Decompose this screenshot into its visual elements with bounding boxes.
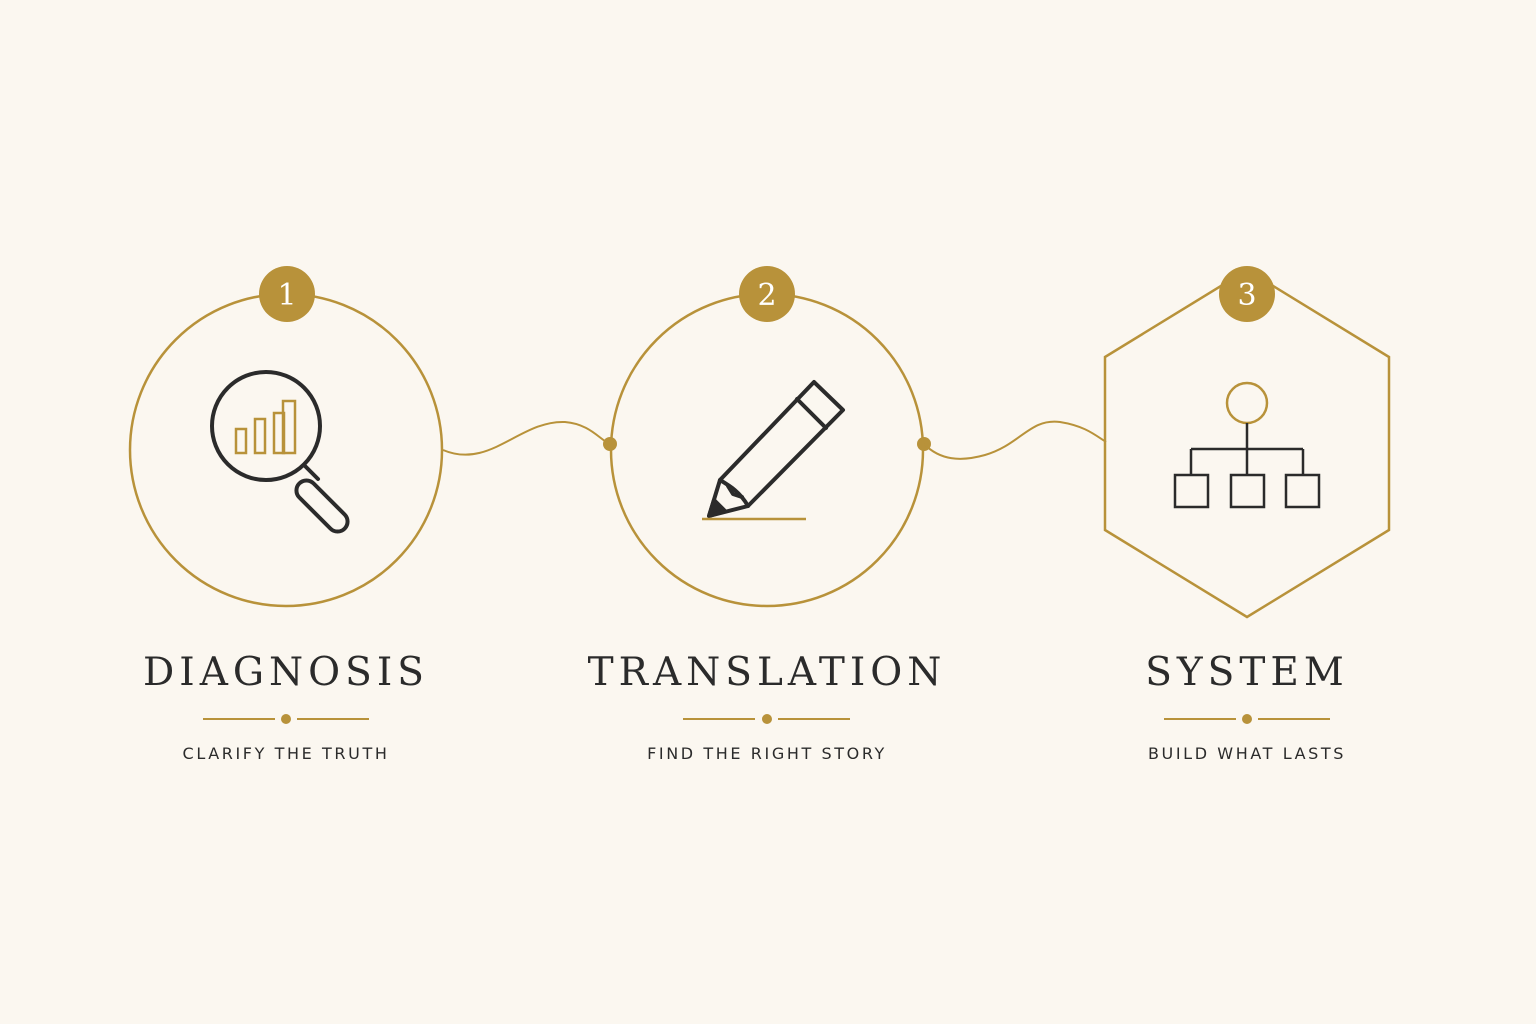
step-1-divider-dot	[281, 714, 291, 724]
step-1-badge	[259, 266, 315, 322]
step-2-badge	[739, 266, 795, 322]
step-2-number: 2	[757, 278, 776, 313]
connector-2-3	[923, 420, 1107, 460]
step-1-title: DIAGNOSIS	[143, 650, 429, 695]
step-2-subtitle: FIND THE RIGHT STORY	[647, 744, 887, 763]
step-3-title: SYSTEM	[1145, 650, 1349, 695]
step-1-subtitle: CLARIFY THE TRUTH	[182, 744, 390, 763]
magnifier-bar-chart-icon	[210, 370, 350, 534]
step-3-badge	[1219, 266, 1275, 322]
step-3-frame-hexagon	[1103, 268, 1391, 619]
pencil-icon	[707, 380, 845, 518]
step-1: 1	[128, 266, 444, 724]
step-3-divider-dot	[1242, 714, 1252, 724]
step-2-title: TRANSLATION	[587, 650, 947, 695]
step-2-divider-dot	[762, 714, 772, 724]
step-3: 3	[1103, 266, 1391, 724]
connector-1-2	[442, 420, 611, 456]
step-2: 2	[609, 266, 925, 724]
step-3-number: 3	[1237, 278, 1256, 313]
org-chart-icon	[1173, 381, 1321, 509]
step-3-subtitle: BUILD WHAT LASTS	[1147, 744, 1347, 763]
step-1-number: 1	[277, 278, 296, 313]
step-1-frame-circle	[128, 292, 444, 608]
step-2-frame-circle	[609, 292, 925, 608]
